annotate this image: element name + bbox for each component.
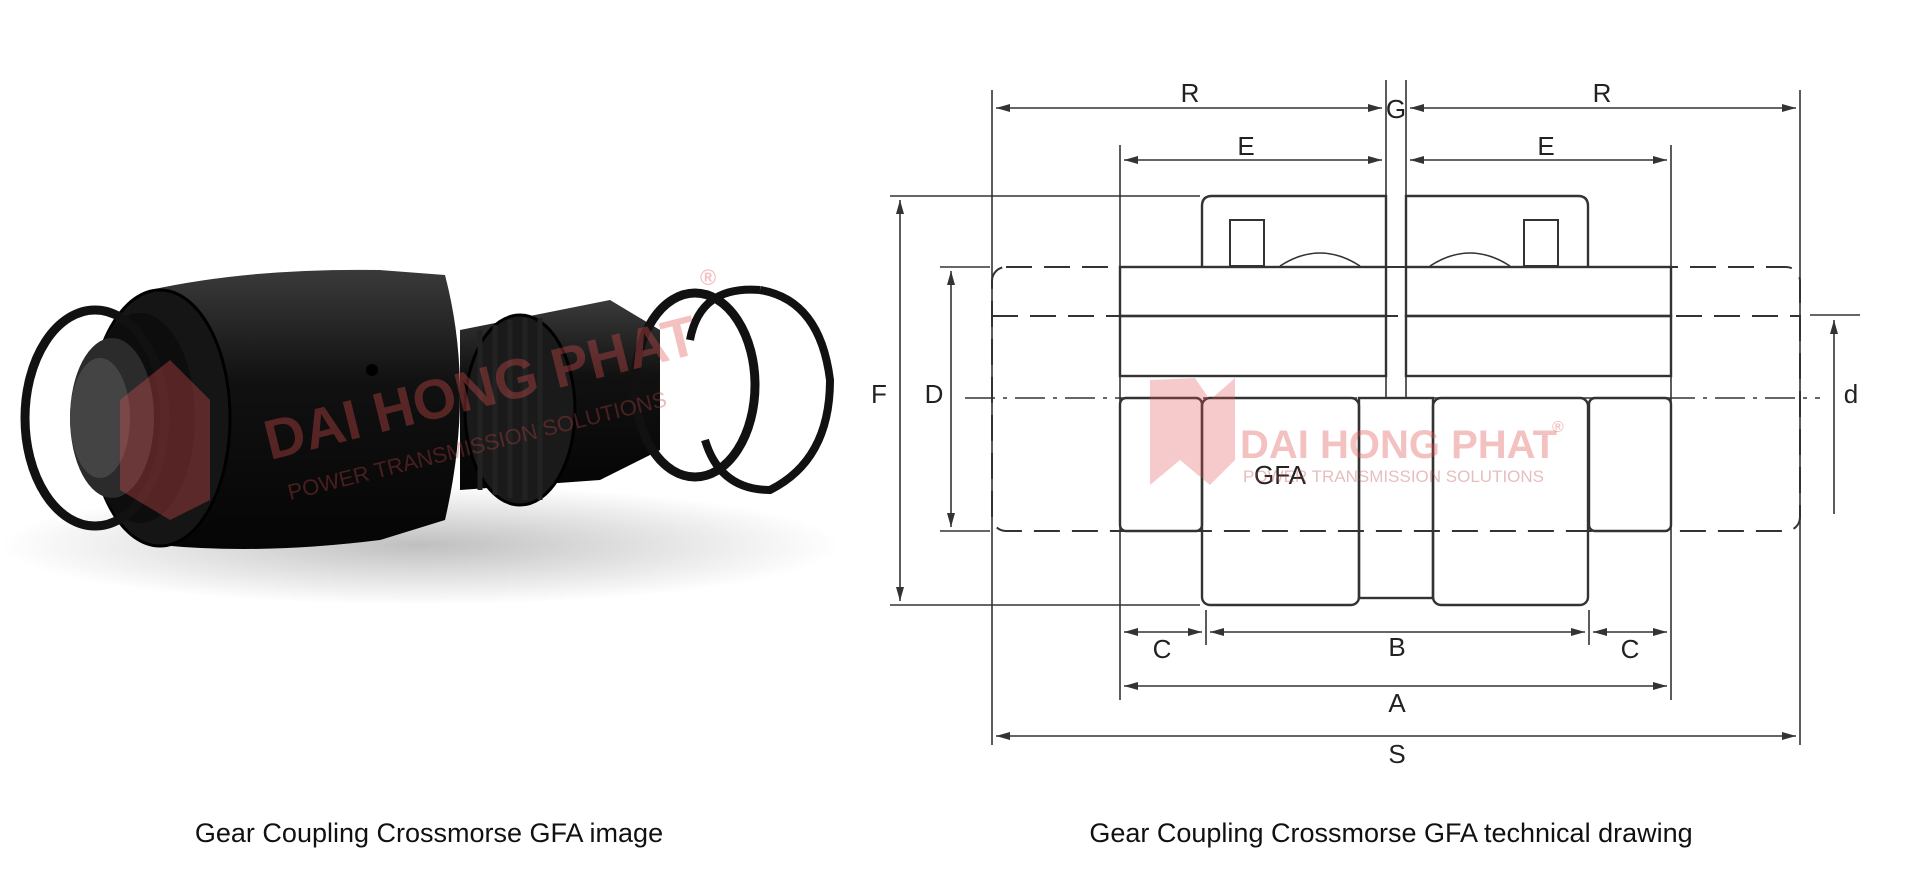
photo-caption: Gear Coupling Crossmorse GFA image [194, 818, 664, 848]
dim-label-d-lower: d [1844, 379, 1858, 409]
dim-label-c-right: C [1621, 634, 1640, 664]
watermark-brand-2: DAI HONG PHAT [1240, 423, 1557, 467]
watermark-mark: ® [700, 265, 716, 290]
watermark-mark-2: ® [1552, 419, 1564, 436]
technical-drawing: R R G E E F D d C B C A S GFA [871, 78, 1860, 769]
dim-label-c-left: C [1153, 634, 1172, 664]
dim-label-r-right: R [1593, 78, 1612, 108]
model-label: GFA [1254, 460, 1307, 490]
dim-label-b: B [1388, 632, 1405, 662]
dim-label-e-left: E [1237, 131, 1254, 161]
dim-label-s: S [1388, 739, 1405, 769]
dim-label-e-right: E [1537, 131, 1554, 161]
coupling-photo [0, 269, 840, 605]
drawing-watermark: DAI HONG PHAT POWER TRANSMISSION SOLUTIO… [1150, 378, 1564, 486]
dim-label-a: A [1388, 688, 1406, 718]
dim-label-r-left: R [1181, 78, 1200, 108]
dim-label-f: F [871, 379, 887, 409]
watermark-tagline-2: POWER TRANSMISSION SOLUTIONS [1243, 467, 1544, 486]
drawing-caption: Gear Coupling Crossmorse GFA technical d… [1089, 818, 1693, 848]
dim-label-g: G [1386, 94, 1406, 124]
dim-label-d-upper: D [925, 379, 944, 409]
